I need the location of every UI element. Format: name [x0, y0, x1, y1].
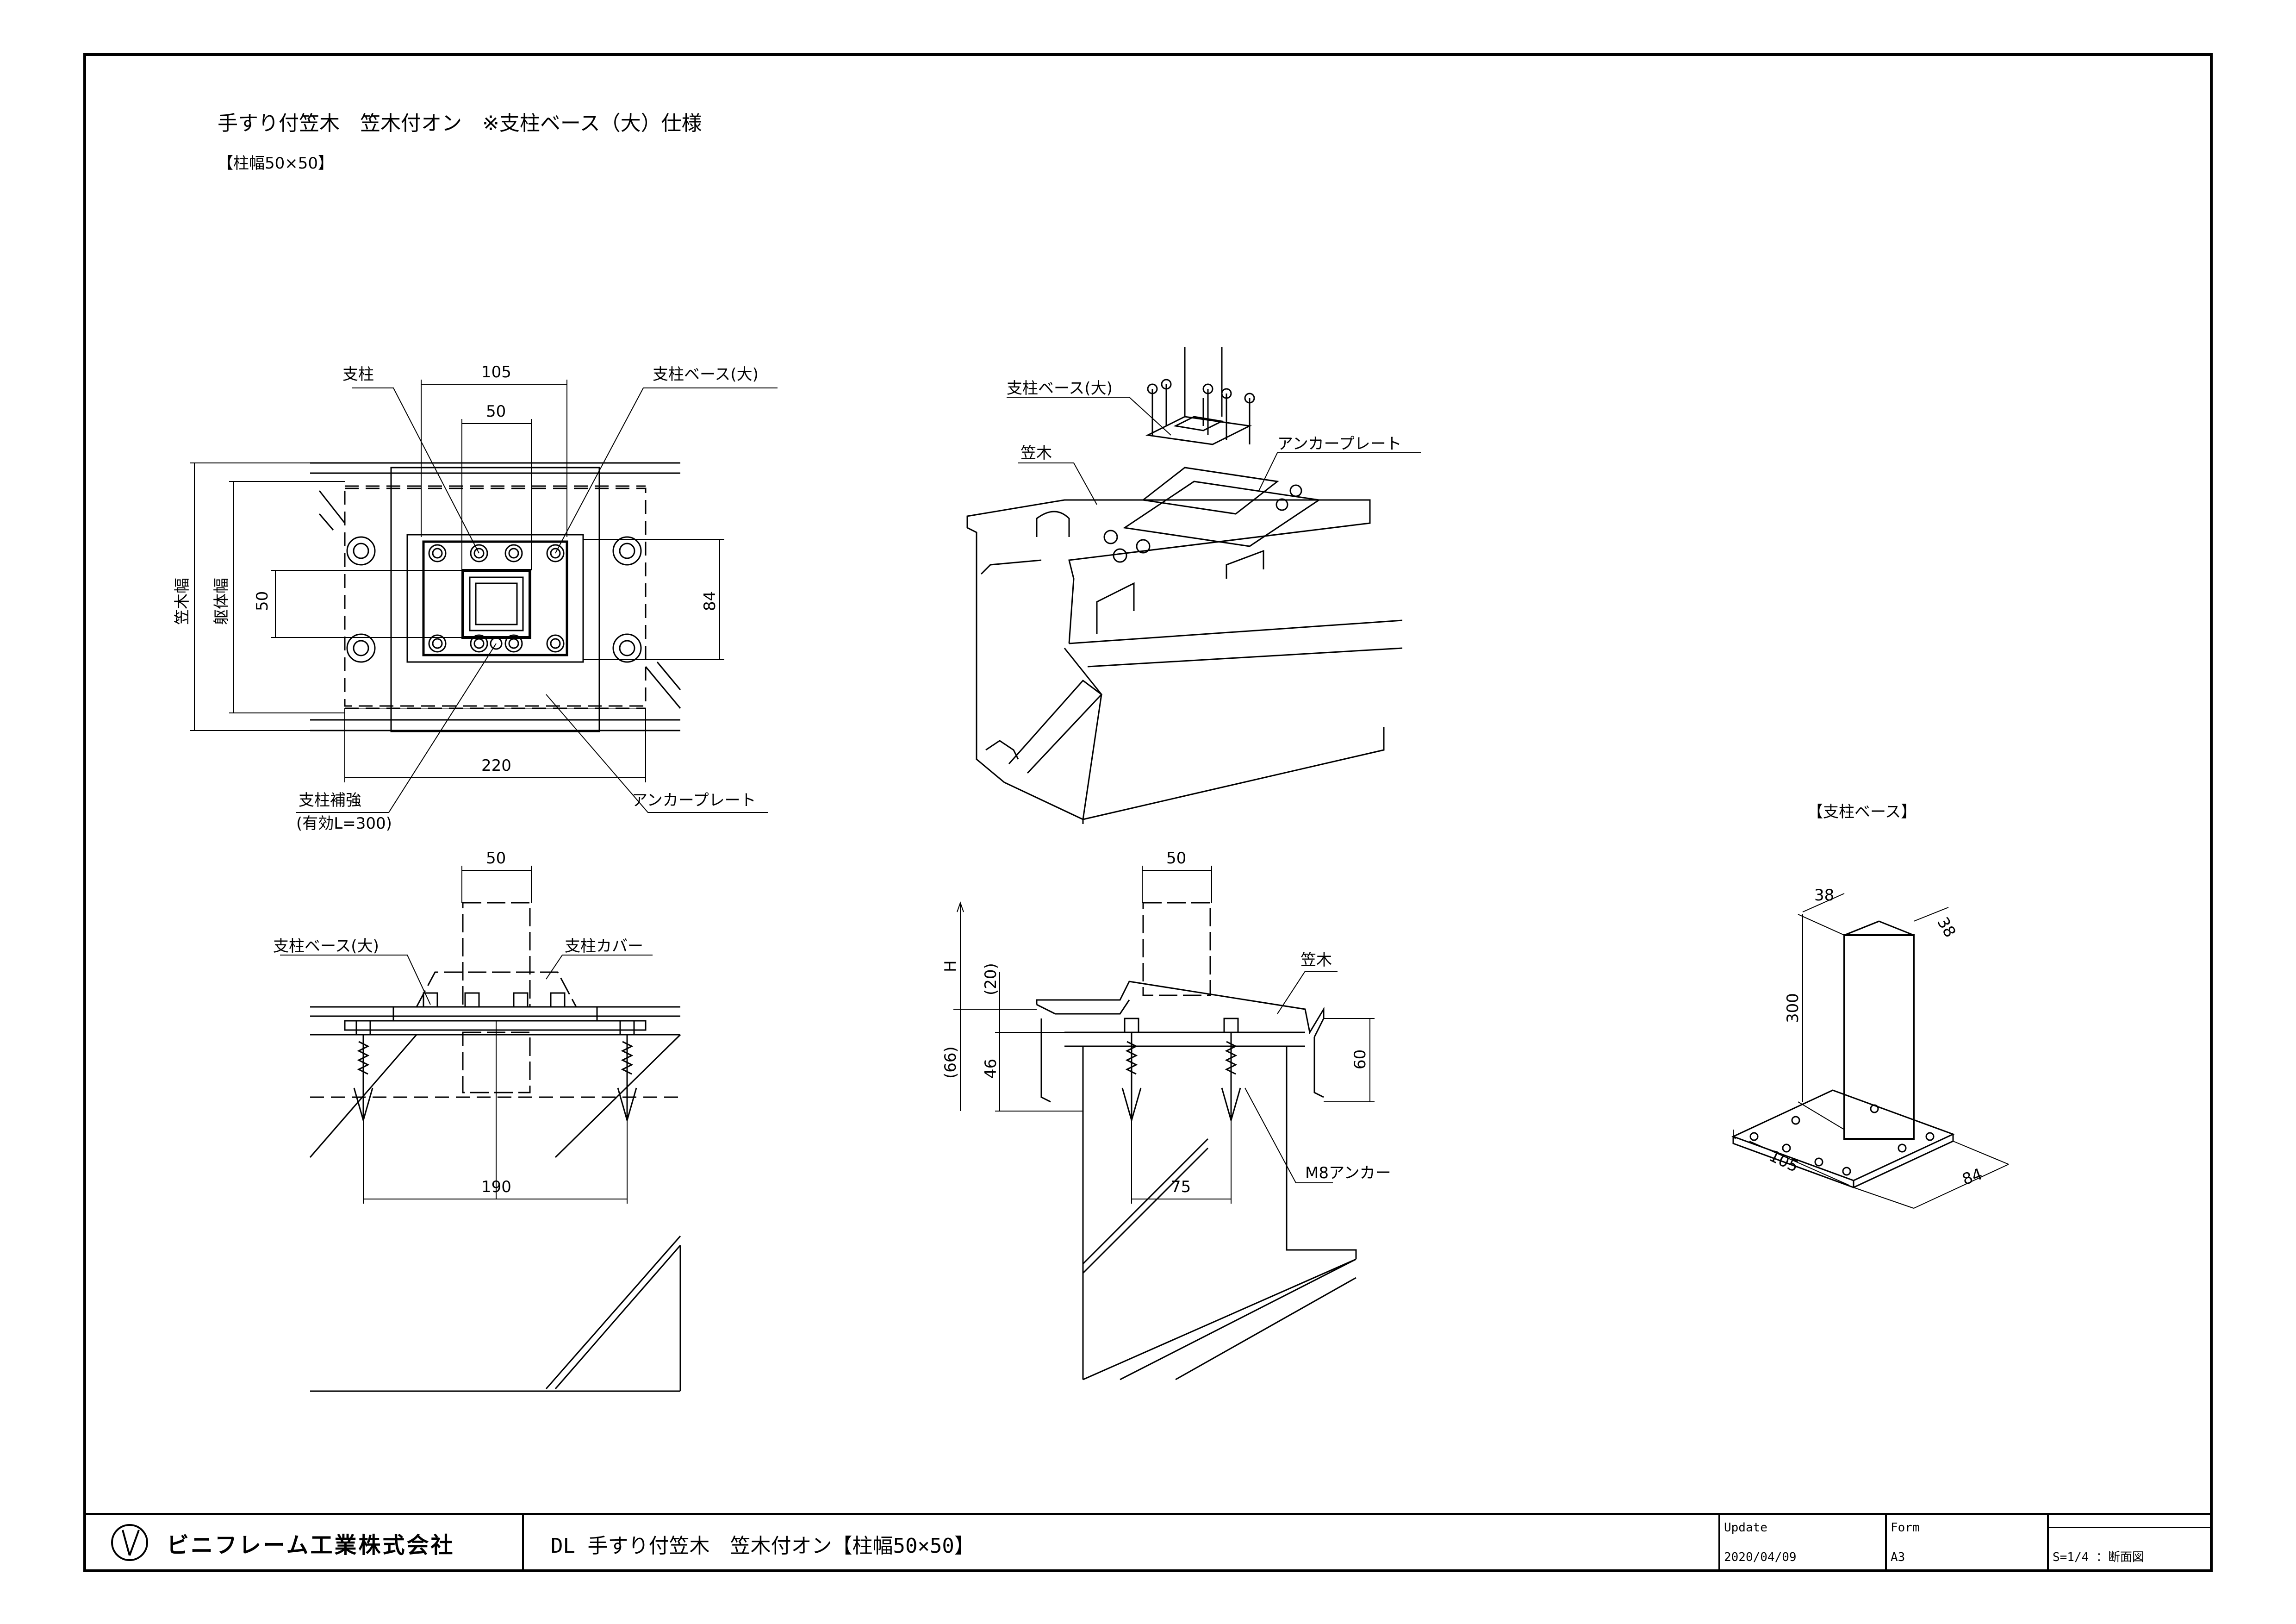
title-block-drawing-title: DL 手すり付笠木 笠木付オン【柱幅50×50】 — [551, 1534, 975, 1558]
label-coping-width: 笠木幅 — [173, 578, 192, 625]
scale-label: S=1/4 ：断面図 — [2053, 1550, 2144, 1564]
dim-60: 60 — [1351, 1049, 1369, 1069]
dim-66: (66) — [941, 1046, 960, 1079]
label-post: 支柱 — [342, 365, 374, 384]
plan-bolts — [346, 536, 642, 663]
form-label: Form — [1891, 1521, 1920, 1535]
dim-46: 46 — [982, 1059, 1000, 1079]
section-left — [280, 866, 681, 1392]
label-coping-iso: 笠木 — [1020, 444, 1052, 462]
dim-50-top: 50 — [486, 402, 506, 421]
dim-105: 105 — [481, 363, 511, 381]
company-logo — [111, 1524, 148, 1561]
sheet-border — [83, 53, 2213, 1572]
label-reinforce: 支柱補強 — [299, 791, 361, 810]
dim-84: 84 — [701, 591, 719, 611]
section-left-text: 支柱ベース(大) 支柱カバー 50 190 — [273, 849, 643, 1196]
label-anchor-plate-iso: アンカープレート — [1277, 435, 1402, 453]
label-base-large: 支柱ベース(大) — [653, 365, 759, 384]
label-reinforce-length: (有効L=300) — [296, 814, 392, 833]
dim-50-sec: 50 — [486, 849, 506, 868]
dim-50-left: 50 — [253, 591, 272, 611]
dim-190: 190 — [481, 1178, 511, 1196]
label-h: H — [941, 960, 960, 972]
section-right — [953, 866, 1375, 1380]
drawing-title: 手すり付笠木 笠木付オン ※支柱ベース（大）仕様 — [218, 112, 702, 135]
base-detail-text: 【支柱ベース】 38 38 300 105 84 — [1766, 803, 1985, 1189]
base-detail-title: 【支柱ベース】 — [1807, 803, 1916, 821]
iso-view-text: 支柱ベース(大) 笠木 アンカープレート — [1007, 379, 1402, 462]
update-label: Update — [1724, 1521, 1767, 1535]
drawing-subtitle: 【柱幅50×50】 — [218, 154, 334, 173]
title-block — [85, 1513, 2211, 1571]
dim-38-a: 38 — [1814, 886, 1834, 905]
dim-75: 75 — [1171, 1178, 1191, 1196]
form-value: A3 — [1891, 1550, 1905, 1564]
dim-20: (20) — [982, 963, 1000, 995]
update-value: 2020/04/09 — [1724, 1550, 1797, 1564]
label-body-width: 躯体幅 — [212, 578, 231, 625]
iso-view — [966, 347, 1421, 824]
label-post-cover: 支柱カバー — [565, 937, 643, 956]
section-right-text: 50 H (20) (66) 46 60 75 笠木 M8アンカー — [941, 849, 1391, 1196]
label-m8-anchor: M8アンカー — [1305, 1164, 1391, 1182]
title-block-text: Update 2020/04/09 Form A3 S=1/4 ：断面図 — [1724, 1521, 2144, 1564]
plan-view — [190, 380, 778, 813]
dim-50-right: 50 — [1166, 849, 1186, 868]
plan-view-text: 支柱 支柱ベース(大) 支柱補強 (有効L=300) アンカープレート 105 … — [173, 363, 759, 833]
dim-220: 220 — [481, 756, 511, 775]
dim-38-b: 38 — [1933, 914, 1959, 941]
label-anchor-plate: アンカープレート — [632, 791, 756, 810]
label-base-large-iso: 支柱ベース(大) — [1007, 379, 1113, 398]
label-base-large-sec: 支柱ベース(大) — [273, 937, 379, 956]
label-coping-sec: 笠木 — [1300, 951, 1332, 969]
dim-300: 300 — [1784, 993, 1802, 1023]
company-name: ビニフレーム工業株式会社 — [167, 1532, 455, 1558]
base-detail — [1731, 893, 2009, 1209]
